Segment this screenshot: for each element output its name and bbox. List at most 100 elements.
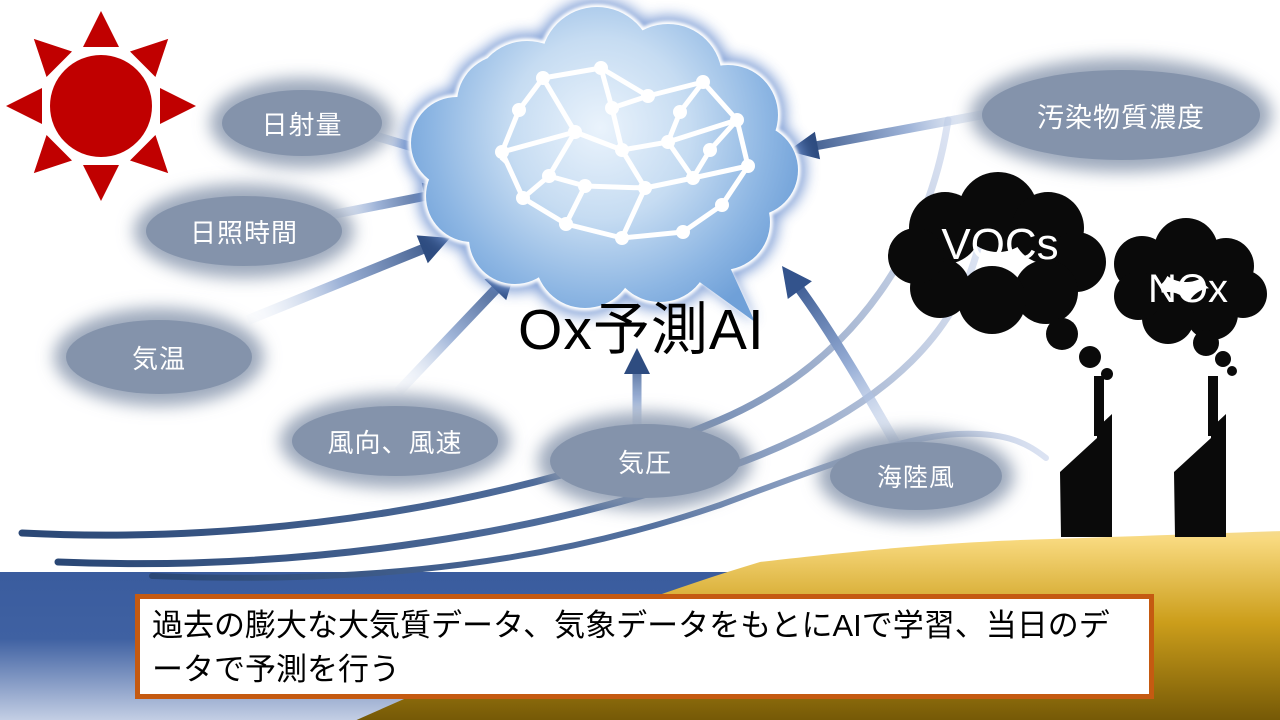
network-edge [582,183,648,191]
factory-icon [1060,414,1112,537]
emission-smoke-group [888,172,1267,537]
neural-network-icon [495,61,755,245]
sea-breeze-flow-line [149,430,1049,581]
input-arrow-shaft [394,283,502,396]
network-edge [665,139,696,181]
network-node [676,225,690,239]
factor-label-pollutant-concentration: 汚染物質濃度 [982,70,1260,160]
network-edge [619,229,686,241]
factor-text: 気温 [131,343,186,374]
factor-label-air-temperature: 気温 [66,320,252,394]
network-node [673,105,687,119]
factor-label-wind-direction-speed: 風向、風速 [292,406,498,476]
smoke-bubble [1193,330,1219,356]
factor-label-sea-land-breeze: 海陸風 [830,442,1002,510]
network-node [696,75,710,89]
ai-network-cloud-icon [411,7,798,322]
network-edge [619,139,671,153]
network-node [516,191,530,205]
smoke-bubble [1101,368,1113,380]
network-edge [609,105,625,153]
network-edge [665,117,740,145]
network-node [512,103,526,117]
network-edge [520,195,569,227]
network-edge [680,202,725,235]
smoke-cloud-icon [1114,272,1162,320]
smoke-cloud-icon [888,228,944,284]
input-arrow-shaft [791,281,909,461]
network-node [741,159,755,173]
network-edge [619,185,648,241]
caption-text: 過去の膨大な大気質データ、気象データをもとにAIで学習、当日のデータで予測を行う [152,608,1110,687]
network-node [661,135,675,149]
vocs-label: VOCs [941,220,1059,269]
sun-ray [6,88,42,124]
factor-label-sunshine-hours: 日照時間 [146,196,342,266]
factor-text: 風向、風速 [327,427,463,458]
network-node [715,198,729,212]
cloud-tail [658,228,755,322]
network-node [730,113,744,127]
sun-ray [160,88,196,124]
input-arrow-head [416,235,450,264]
network-node [559,217,573,231]
factor-text: 日照時間 [189,217,298,248]
smoke-bubble [1215,351,1231,367]
sun-ray [83,11,119,47]
network-node [686,171,700,185]
network-edge [690,163,751,181]
network-node [703,143,717,157]
network-edge [719,163,751,208]
network-edge [572,129,625,153]
network-edge [499,129,578,155]
network-node [638,181,652,195]
network-node [495,145,509,159]
network-edge [499,149,526,201]
network-edge [540,75,578,135]
network-edge [734,117,751,169]
sun-ray [33,38,73,78]
cloud-lobe [598,93,742,237]
sun-icon [6,11,196,201]
network-edge [619,147,648,191]
network-node [536,71,550,85]
network-edge [598,65,651,99]
network-node [568,125,582,139]
sun-ray [83,165,119,201]
input-arrow-shaft [246,243,428,325]
network-edge [700,79,740,123]
network-edge [642,175,696,191]
factory-icon [1174,414,1226,537]
input-arrow-head [782,266,812,299]
factory-icon [1094,376,1104,436]
smoke-cloud-icon [1186,288,1238,340]
smoke-cloud-icon [1014,260,1078,324]
factor-text: 気圧 [617,447,672,478]
sun-ray [129,134,169,174]
network-node [605,101,619,115]
network-edge [499,107,522,155]
factor-label-solar-radiation: 日射量 [222,90,382,156]
input-arrow-head [624,348,650,374]
caption-box: 過去の膨大な大気質データ、気象データをもとにAIで学習、当日のデータで予測を行う [135,594,1154,699]
network-node [615,231,629,245]
smoke-bubble [1227,366,1237,376]
sun-ray [129,38,169,78]
network-node [615,143,629,157]
factor-text: 海陸風 [876,464,955,492]
network-edge [540,65,604,81]
network-edge [563,221,625,241]
factory-icon [1208,376,1218,436]
sun-core [50,55,152,157]
smoke-cloud-icon [958,266,1026,334]
sun-ray [33,134,73,174]
network-node [641,89,655,103]
network-node [594,61,608,75]
smoke-bubble [1046,318,1078,350]
factor-text: 汚染物質濃度 [1037,102,1205,133]
network-edge [563,183,588,227]
page-title: Ox予測AI [518,298,765,362]
network-edge [645,79,706,99]
input-arrow-shaft [314,191,430,223]
